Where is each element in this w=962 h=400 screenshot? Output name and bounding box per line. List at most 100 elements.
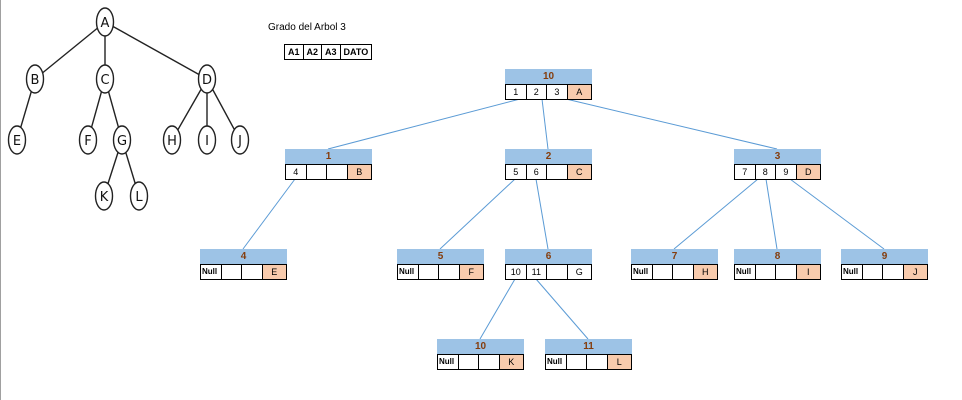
field-data: I [796,265,820,279]
tree-node-f: F [78,125,98,155]
field-a2 [307,165,328,179]
tree-node-label: I [205,134,209,149]
tree-node-label: J [237,134,242,149]
tree-node-label: G [117,134,127,149]
record-link [535,278,589,340]
field-data: J [903,265,927,279]
record-link [439,178,516,250]
tree-edge [104,21,208,80]
field-a3 [327,165,348,179]
tree-node-g: G [112,125,132,155]
field-data: L [607,355,631,369]
record-index: 2 [505,149,592,164]
field-a2 [419,265,440,279]
tree-node-label: C [100,73,109,88]
field-a3 [883,265,904,279]
field-data: H [693,265,717,279]
tree-node-h: H [162,125,182,155]
field-legend: A1 A2 A3 DATO [284,44,373,60]
field-a2 [756,265,777,279]
field-a1: 4 [286,165,307,179]
record-link [673,178,759,250]
field-a2 [222,265,243,279]
tree-node-k: K [94,181,114,211]
field-a3: 3 [547,85,568,99]
record-index: 9 [841,249,928,264]
tree-edge [34,21,106,80]
field-a3 [547,265,568,279]
field-a3 [479,355,500,369]
field-data: C [567,165,592,179]
field-a3 [776,265,797,279]
left-border [0,0,1,400]
field-a1: Null [398,265,419,279]
field-a2 [653,265,674,279]
tree-node-label: B [31,73,40,88]
record-fields: Null I [734,264,821,280]
field-a3 [587,355,608,369]
field-a3 [439,265,460,279]
field-data: E [262,265,286,279]
tree-node-label: F [84,134,91,149]
tree-node-i: I [197,125,217,155]
field-a1: Null [735,265,756,279]
field-a2 [459,355,480,369]
legend-a1: A1 [285,45,304,59]
field-data: K [499,355,523,369]
record-link [541,98,549,150]
field-a2: 6 [527,165,548,179]
field-a3 [673,265,694,279]
record-link [242,178,296,250]
record-index: 3 [734,149,821,164]
record-index: 4 [200,249,287,264]
field-a1: 10 [506,265,527,279]
tree-node-label: D [202,73,212,88]
field-a1: Null [632,265,653,279]
field-a2 [863,265,884,279]
field-a3 [242,265,263,279]
field-a3: 9 [776,165,797,179]
tree-node-e: E [7,125,27,155]
page-title: Grado del Arbol 3 [268,22,346,33]
record-link [765,178,778,250]
field-a2: 8 [756,165,777,179]
field-a1: 1 [506,85,527,99]
legend-a2: A2 [304,45,323,59]
legend-a3: A3 [322,45,341,59]
field-a1: Null [842,265,863,279]
record-index: 8 [734,249,821,264]
record-index: 6 [505,249,592,264]
record-index: 11 [545,339,632,354]
field-data: G [567,265,592,279]
tree-node-label: H [167,134,177,149]
record-index: 10 [437,339,524,354]
field-a2: 2 [527,85,548,99]
tree-node-a: A [95,7,115,37]
tree-node-label: L [135,190,143,205]
record-fields: Null J [841,264,928,280]
tree-node-label: A [101,16,110,31]
field-data: A [567,85,592,99]
record-index: 7 [631,249,718,264]
record-link [327,98,521,150]
